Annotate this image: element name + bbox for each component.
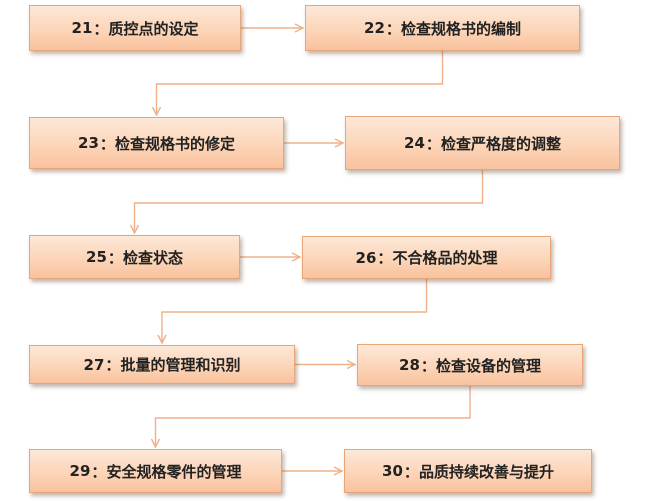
step-23-label: 检查规格书的修定 [114,134,235,153]
step-23-box: 23：检查规格书的修定 [29,117,284,169]
step-24-colon: ： [425,134,441,153]
step-29-colon: ： [91,462,107,481]
connector-n26-n27 [162,279,428,343]
step-25-box: 25：检查状态 [29,235,240,279]
step-24-number: 24 [404,134,425,152]
step-30-number: 30 [382,462,403,480]
step-25-label: 检查状态 [122,248,183,267]
step-27-label: 批量的管理和识别 [120,356,241,374]
step-21-label: 质控点的设定 [108,19,199,38]
step-22-number: 22 [364,19,385,37]
step-28-number: 28 [399,356,420,374]
step-27-box: 27：批量的管理和识别 [29,345,295,384]
step-26-number: 26 [355,248,377,267]
step-25-number: 25 [86,248,107,266]
step-28-colon: ： [420,356,436,375]
step-26-label: 不合格品的处理 [392,249,498,267]
connector-n24-n25 [135,170,484,233]
connector-n28-n29 [156,386,471,447]
step-29-box: 29：安全规格零件的管理 [29,449,282,493]
step-28-label: 检查设备的管理 [435,356,541,375]
step-30-box: 30：品质持续改善与提升 [344,449,592,493]
step-23-colon: ： [99,134,115,153]
step-30-colon: ： [403,462,419,481]
step-22-box: 22：检查规格书的编制 [305,5,580,51]
step-22-colon: ： [385,19,401,38]
step-25-colon: ： [107,248,123,267]
step-21-colon: ： [93,19,109,38]
step-27-colon: ： [105,356,121,374]
step-26-colon: ： [377,249,393,267]
step-30-label: 品质持续改善与提升 [418,462,554,481]
step-28-box: 28：检查设备的管理 [357,344,583,386]
step-29-number: 29 [69,462,91,480]
step-27-number: 27 [83,355,105,374]
step-21-number: 21 [71,19,93,37]
step-29-label: 安全规格零件的管理 [106,462,242,481]
step-24-label: 检查严格度的调整 [440,134,561,153]
connector-n22-n23 [157,51,444,115]
step-22-label: 检查规格书的编制 [400,19,521,38]
step-23-number: 23 [78,134,99,152]
step-21-box: 21：质控点的设定 [29,5,241,51]
step-24-box: 24：检查严格度的调整 [345,116,620,170]
step-26-box: 26：不合格品的处理 [302,236,551,279]
